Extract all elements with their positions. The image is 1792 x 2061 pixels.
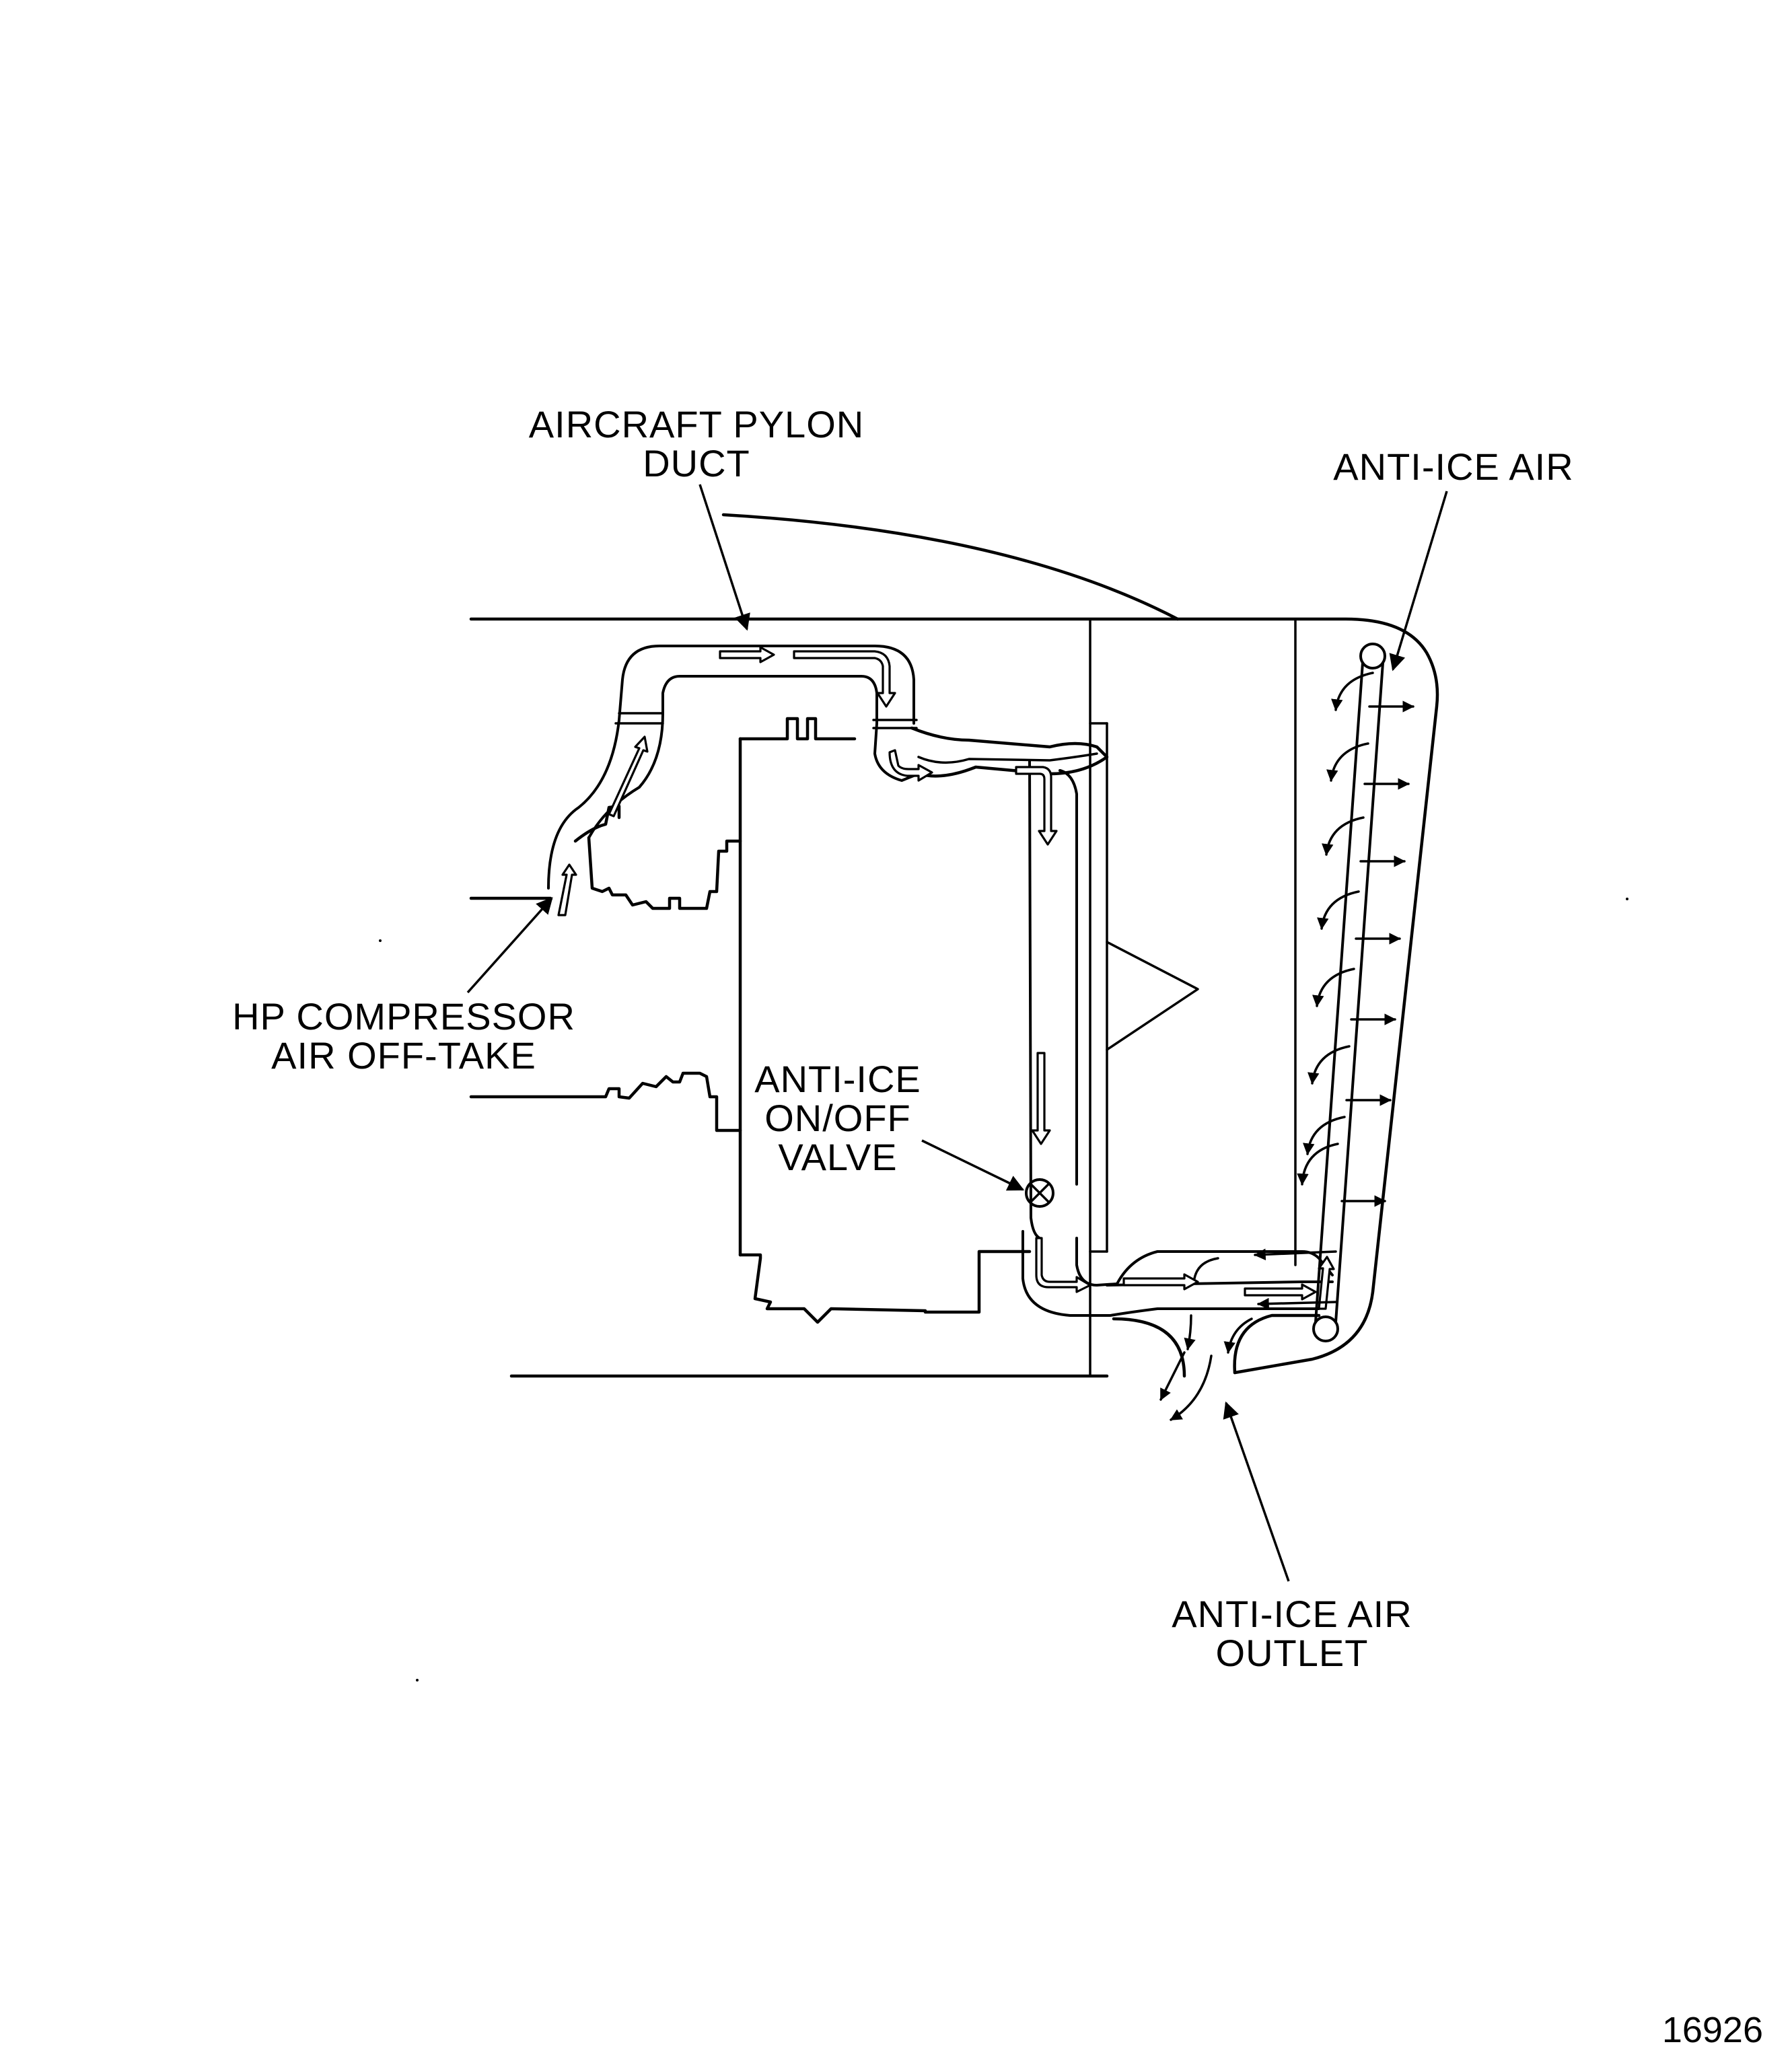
- label-line: ANTI-ICE: [754, 1058, 921, 1100]
- label-line: ANTI-ICE AIR: [1172, 1593, 1412, 1635]
- leader-lines: [466, 484, 1448, 1582]
- figure-number: 16926: [1661, 2010, 1763, 2050]
- label-hp-compressor-air-off-take: HP COMPRESSOR AIR OFF-TAKE: [229, 997, 579, 1075]
- label-line: AIR OFF-TAKE: [271, 1034, 536, 1077]
- engine-core: [738, 717, 1109, 1324]
- pylon-duct: [547, 645, 920, 890]
- label-line: ANTI-ICE AIR: [1333, 445, 1574, 488]
- label-line: HP COMPRESSOR: [232, 995, 575, 1038]
- lip-air-arrows: [1193, 672, 1414, 1310]
- flow-arrows: [557, 646, 1335, 1310]
- anti-ice-air-leader: [1389, 491, 1448, 672]
- speck: [1626, 898, 1628, 900]
- label-anti-ice-air: ANTI-ICE AIR: [1319, 447, 1588, 486]
- pylon-structure: [469, 513, 1439, 1378]
- outlet-air-arrows: [1159, 1314, 1253, 1421]
- supply-duct: [1022, 759, 1334, 1317]
- label-line: DUCT: [643, 442, 750, 484]
- speck: [416, 1679, 419, 1682]
- hp-compressor-leader: [466, 897, 553, 994]
- label-anti-ice-air-outlet: ANTI-ICE AIR OUTLET: [1164, 1595, 1420, 1673]
- valve-leader: [921, 1139, 1025, 1191]
- spray-tube: [1312, 643, 1386, 1342]
- label-line: AIRCRAFT PYLON: [528, 403, 865, 445]
- label-anti-ice-on-off-valve: ANTI-ICE ON/OFF VALVE: [747, 1060, 929, 1177]
- label-aircraft-pylon-duct: AIRCRAFT PYLON DUCT: [518, 405, 875, 483]
- label-line: VALVE: [778, 1136, 898, 1178]
- air-outlet: [1112, 1313, 1321, 1378]
- label-line: OUTLET: [1215, 1632, 1369, 1674]
- pylon-duct-leader: [698, 484, 750, 631]
- label-line: ON/OFF: [764, 1097, 911, 1139]
- speck: [379, 939, 382, 942]
- outlet-leader: [1223, 1401, 1290, 1582]
